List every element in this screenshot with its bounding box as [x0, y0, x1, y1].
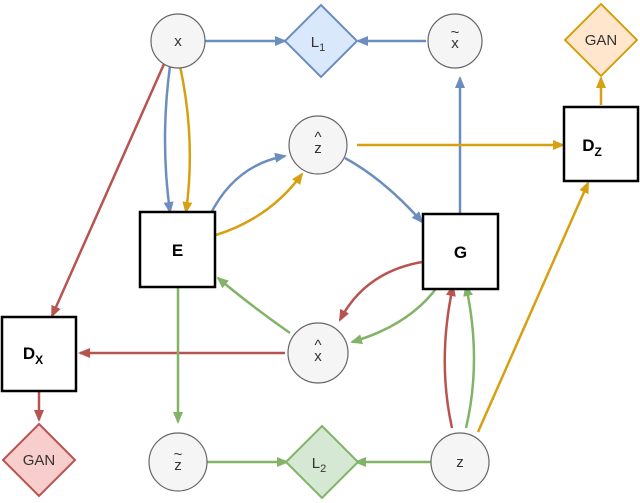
node-z-hat: z ^	[288, 115, 348, 175]
svg-text:DZ: DZ	[582, 136, 602, 159]
edge-z-to-dz	[476, 181, 590, 433]
edge-zhat-to-g	[344, 156, 424, 224]
svg-text:L1: L1	[311, 34, 325, 54]
node-gan-top: GAN	[563, 2, 639, 78]
svg-text:E: E	[172, 241, 183, 260]
node-encoder-e: E	[138, 210, 217, 289]
node-generator-g: G	[421, 212, 500, 291]
edge-e-to-zhat-blue	[208, 152, 287, 216]
tilde-accent: ~	[174, 446, 183, 463]
node-x-hat: x ^	[287, 322, 349, 384]
svg-text:DX: DX	[23, 344, 43, 367]
svg-text:L2: L2	[312, 455, 326, 475]
edge-g-to-xhat	[338, 260, 423, 322]
edge-xhat-to-e	[216, 276, 291, 335]
node-loss-l2: L2	[284, 424, 360, 500]
node-discriminator-dz: DZ	[562, 105, 640, 183]
svg-text:x: x	[174, 33, 182, 50]
svg-text:GAN: GAN	[585, 32, 618, 49]
hat-accent: ^	[314, 337, 321, 354]
svg-text:GAN: GAN	[23, 452, 56, 469]
hat-accent: ^	[314, 129, 321, 146]
edge-z-to-g-green	[463, 284, 476, 429]
svg-text:z: z	[456, 454, 464, 471]
edge-x-to-e-blue	[163, 65, 174, 214]
svg-text:x: x	[314, 348, 322, 365]
svg-text:z: z	[174, 457, 182, 474]
node-x-tilde: x ~	[427, 13, 483, 69]
node-z: z	[430, 432, 490, 492]
node-discriminator-dx: DX	[0, 315, 78, 393]
node-gan-bottom: GAN	[1, 422, 77, 498]
node-x: x	[150, 13, 206, 69]
node-z-tilde: z ~	[148, 432, 208, 492]
tilde-accent: ~	[451, 24, 460, 41]
svg-text:G: G	[454, 243, 467, 262]
node-loss-l1: L1	[283, 3, 359, 79]
edge-e-to-zhat-orange	[215, 172, 304, 237]
edge-x-to-dx	[50, 63, 166, 318]
edge-z-to-g-red	[443, 284, 456, 429]
edge-g-to-xhat-green	[350, 285, 440, 344]
svg-text:x: x	[451, 35, 459, 52]
edge-x-to-e-orange	[178, 65, 193, 214]
svg-text:z: z	[314, 140, 322, 157]
